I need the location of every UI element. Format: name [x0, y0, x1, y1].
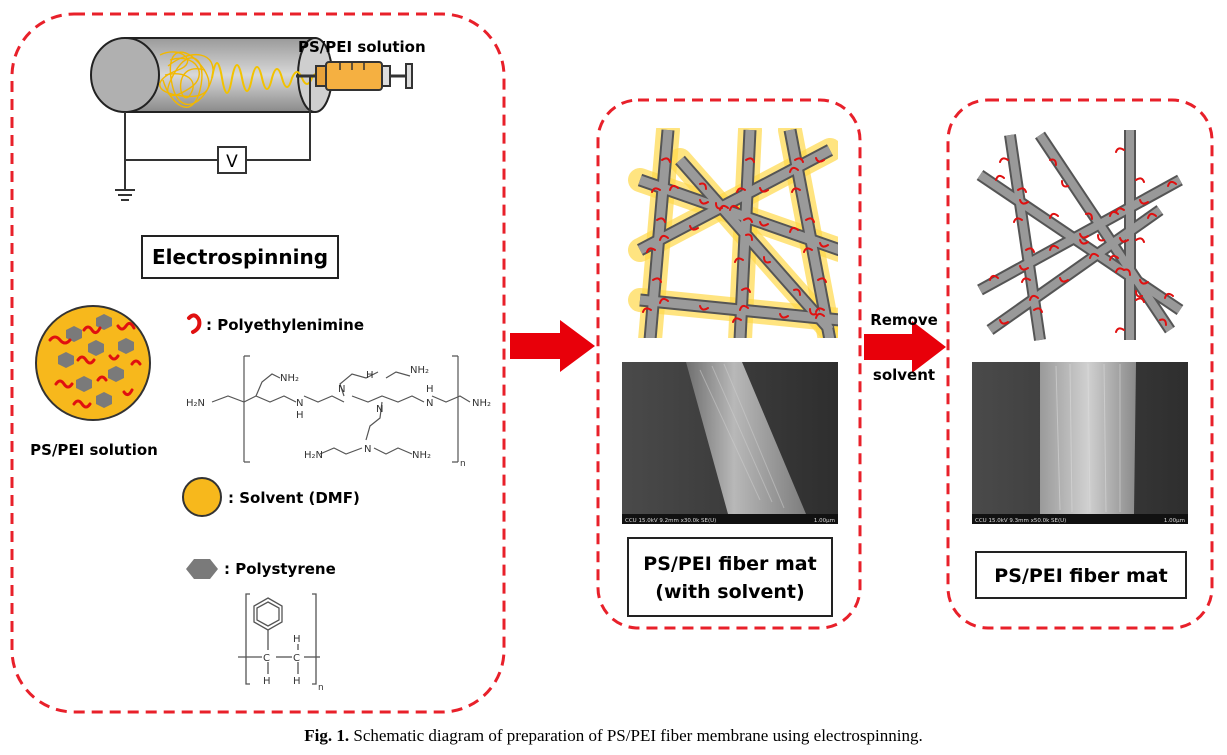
sem-mid-info: CCU 15.0kV 9.2mm x30.0k SE(U) [625, 518, 716, 524]
electrospinning-title: Electrospinning [152, 245, 328, 269]
syringe [296, 61, 413, 91]
panel-electrospinning-border [10, 12, 506, 714]
voltage-source: V [217, 146, 247, 174]
pei-n-3: N [376, 404, 383, 415]
pei-h-3: H [426, 384, 434, 395]
jet-whip [211, 62, 329, 94]
pei-h2n-left: H₂N [186, 398, 205, 409]
sem-mid-scale: 1.00µm [814, 518, 835, 524]
pei-repeat-n: n [460, 459, 466, 469]
electrospinning-schematic: PS/PEI solution V Electrospinning [10, 12, 1214, 714]
pei-n-5: N [364, 444, 371, 455]
circuit-wiring [115, 76, 311, 201]
right-title: PS/PEI fiber mat [994, 565, 1167, 587]
ps-structure: C C H H H n [238, 593, 324, 693]
sem-image-mid: CCU 15.0kV 9.2mm x30.0k SE(U) 1.00µm [622, 362, 838, 524]
legend-solvent: : Solvent (DMF) [228, 489, 360, 507]
right-title-box: PS/PEI fiber mat [975, 551, 1187, 599]
pei-h-1: H [296, 410, 304, 421]
solution-label: PS/PEI solution [30, 441, 158, 459]
ps-c-2: C [293, 653, 300, 664]
figure-caption: Fig. 1. Schematic diagram of preparation… [0, 726, 1227, 746]
pei-nh2-a: NH₂ [280, 373, 299, 384]
pei-nh2-b: NH₂ [410, 365, 429, 376]
pei-nh2-right: NH₂ [472, 398, 491, 409]
panel-mid-border [596, 98, 862, 630]
legend-pei: : Polyethylenimine [206, 316, 364, 334]
pei-n-4: N [426, 398, 433, 409]
syringe-label: PS/PEI solution [298, 38, 426, 56]
sem-right-scale: 1.00µm [1164, 518, 1185, 524]
pei-n-1: N [296, 398, 303, 409]
fiber-mat-dry [970, 128, 1188, 342]
polystyrene-icon [186, 559, 218, 579]
ps-h-2: H [293, 676, 301, 687]
caption-text: Schematic diagram of preparation of PS/P… [349, 726, 923, 745]
mid-title-line2: (with solvent) [655, 581, 804, 603]
pei-n-2: N [338, 384, 345, 395]
collector-drum [90, 37, 333, 113]
voltage-symbol: V [226, 152, 238, 172]
caption-label: Fig. 1. [304, 726, 350, 745]
ps-h-1: H [263, 676, 271, 687]
pei-h-2: H [366, 370, 374, 381]
sem-right-info: CCU 15.0kV 9.3mm x50.0k SE(U) [975, 518, 1066, 524]
ps-c-1: C [263, 653, 270, 664]
panel-right-border [946, 98, 1214, 630]
pei-chain-icon [187, 313, 202, 334]
ps-repeat-n: n [318, 683, 324, 693]
solution-droplet [35, 305, 151, 421]
arrow-to-fiber-mat [510, 320, 595, 372]
pei-h2n-bottom: H₂N [304, 450, 323, 461]
arrow-label-solvent: solvent [873, 366, 935, 384]
mid-title-line1: PS/PEI fiber mat [643, 553, 816, 575]
ps-h-top: H [293, 634, 301, 645]
electrospinning-title-box: Electrospinning [141, 235, 339, 279]
arrow-label-remove: Remove [870, 311, 938, 329]
solvent-icon [182, 477, 222, 517]
sem-image-right: CCU 15.0kV 9.3mm x50.0k SE(U) 1.00µm [972, 362, 1188, 524]
mid-title-box: PS/PEI fiber mat (with solvent) [627, 537, 833, 617]
pei-nh2-c: NH₂ [412, 450, 431, 461]
legend-polystyrene: : Polystyrene [224, 560, 336, 578]
fiber-mat-with-solvent [620, 128, 838, 338]
arrow-remove-solvent [864, 321, 946, 373]
pei-structure: H₂N NH₂ NH₂ NH₂ H₂N NH₂ N N N N N H H H … [186, 355, 491, 469]
